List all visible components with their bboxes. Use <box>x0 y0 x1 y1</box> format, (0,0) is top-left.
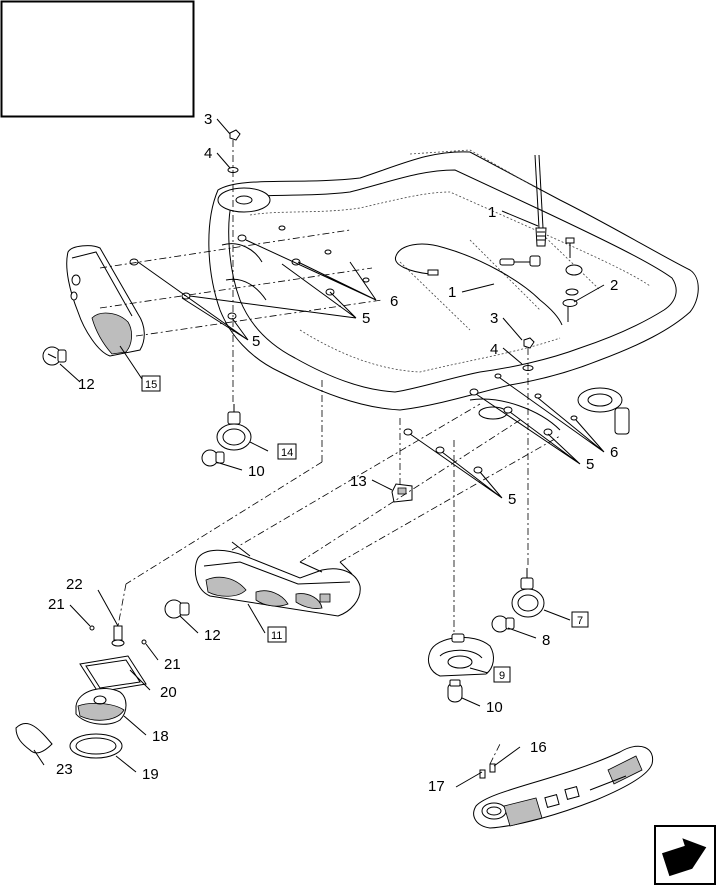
boxed-callouts: 15 14 11 7 9 <box>141 375 589 683</box>
callout-4-right: 4 <box>490 341 498 358</box>
callout-8: 8 <box>542 632 550 649</box>
assembly-lines <box>99 140 561 765</box>
callout-5-front: 5 <box>508 491 516 508</box>
callout-1-antenna: 1 <box>488 204 496 221</box>
callout-5-left-lower: 5 <box>252 333 260 350</box>
bulb-12-front <box>164 599 190 619</box>
callout-4-top: 4 <box>204 145 212 162</box>
bulb-10-bottom <box>447 679 463 703</box>
callout-15: 15 <box>145 379 157 391</box>
callout-21-right: 21 <box>164 656 181 673</box>
next-page-arrow-icon[interactable] <box>654 825 716 885</box>
callout-7: 7 <box>577 615 583 627</box>
switch <box>391 483 413 503</box>
left-rear-lamp <box>66 245 145 357</box>
callout-11: 11 <box>271 630 282 642</box>
work-lamp-right <box>511 568 545 618</box>
leader-lines <box>33 118 605 788</box>
callout-10-left: 10 <box>248 463 265 480</box>
callout-3-right: 3 <box>490 310 498 327</box>
callout-labels: 1 1 2 3 4 3 4 6 5 5 6 5 5 12 10 13 22 21… <box>48 111 618 795</box>
round-lamp-assembly <box>69 625 147 759</box>
callout-2: 2 <box>610 277 618 294</box>
callout-5-left-upper: 5 <box>362 310 370 327</box>
callout-1-harness: 1 <box>448 284 456 301</box>
callout-12-front: 12 <box>204 627 221 644</box>
front-lamp-bar <box>194 541 361 617</box>
decal <box>15 722 53 754</box>
callout-19: 19 <box>142 766 159 783</box>
bulb-10-left <box>201 449 225 467</box>
title-block <box>0 0 195 118</box>
callout-3-top: 3 <box>204 111 212 128</box>
beacon-base <box>427 633 494 677</box>
callout-22: 22 <box>66 576 83 593</box>
callout-14: 14 <box>281 447 293 459</box>
bulb-12-left <box>42 346 67 366</box>
callout-20: 20 <box>160 684 177 701</box>
callout-13: 13 <box>350 473 367 490</box>
bulb-8 <box>491 615 515 633</box>
callout-6-right: 6 <box>610 444 618 461</box>
antenna <box>499 154 583 322</box>
callout-10-bottom: 10 <box>486 699 503 716</box>
grille-panel <box>473 745 654 829</box>
callout-23: 23 <box>56 761 73 778</box>
callout-5-right: 5 <box>586 456 594 473</box>
callout-12-left: 12 <box>78 376 95 393</box>
work-lamp-left <box>216 404 252 451</box>
callout-21-left: 21 <box>48 596 65 613</box>
callout-16: 16 <box>530 739 547 756</box>
callout-6-left: 6 <box>390 293 398 310</box>
callout-18: 18 <box>152 728 169 745</box>
callout-17: 17 <box>428 778 445 795</box>
cab-roof <box>208 149 699 435</box>
callout-9: 9 <box>499 670 505 682</box>
